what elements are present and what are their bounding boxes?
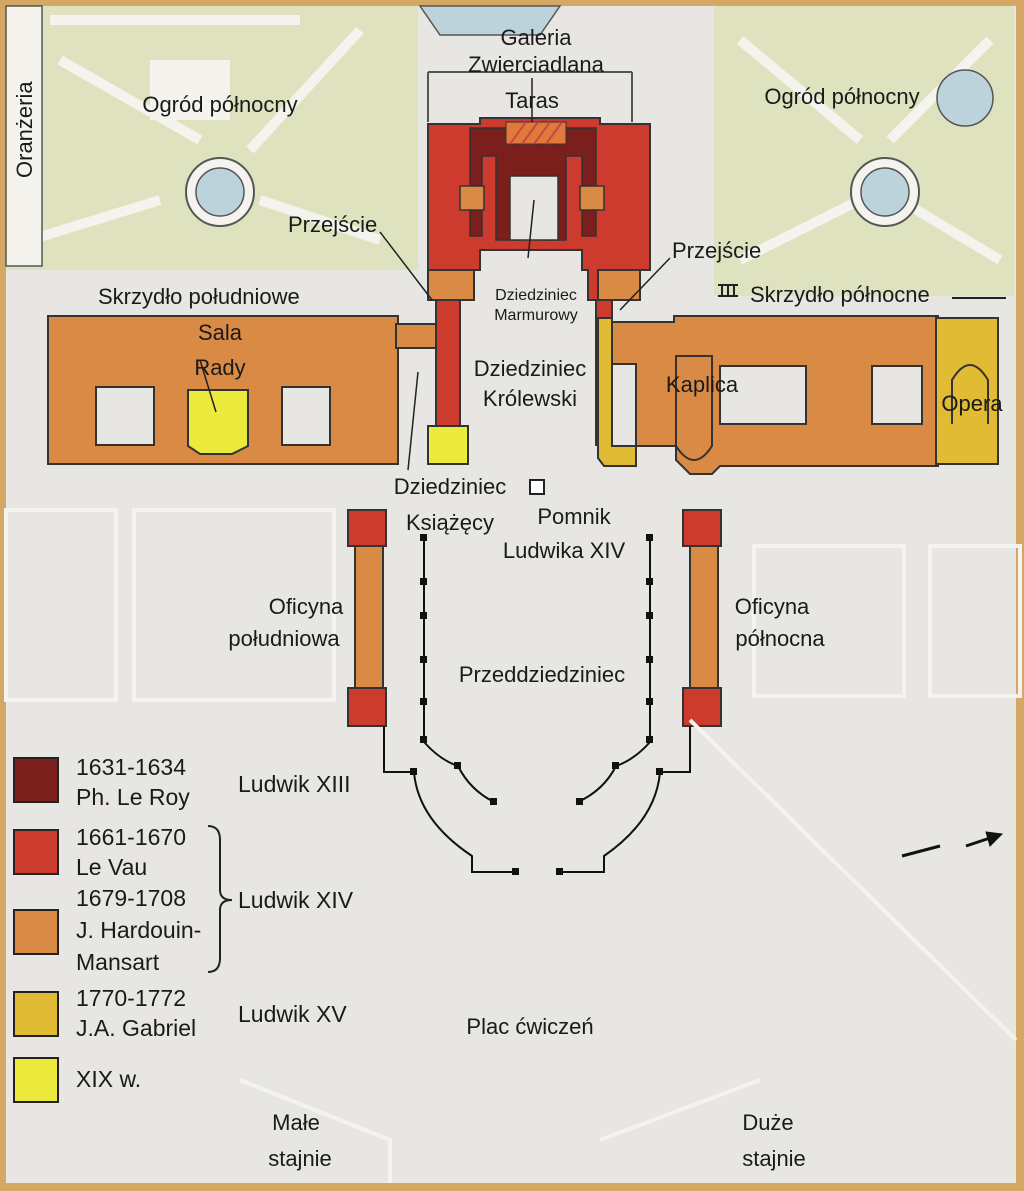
- garden-left: [6, 6, 418, 270]
- label-galeria-2: Zwierciadlana: [468, 52, 604, 77]
- chapel: [675, 355, 713, 461]
- south-wing-court-2: [281, 386, 331, 446]
- north-wing-court-1: [719, 365, 807, 425]
- legend-1661-line2: Le Vau: [76, 854, 147, 880]
- garden-right: [714, 6, 1014, 296]
- legend-xix-line1: XIX w.: [76, 1066, 141, 1092]
- outbuilding-north: [689, 543, 719, 695]
- monument-louis-xiv: [529, 479, 545, 495]
- label-male-2: stajnie: [268, 1146, 332, 1171]
- sala-leader: [199, 359, 217, 413]
- outbuilding-south-bottom: [347, 687, 387, 727]
- label-kaplica: Kaplica: [666, 372, 739, 397]
- label-male-1: Małe: [272, 1110, 320, 1135]
- label-opera: Opera: [941, 391, 1003, 416]
- label-ofic-pn-1: Oficyna: [735, 594, 810, 619]
- outbuilding-north-bottom: [682, 687, 722, 727]
- label-przejscie-left: Przejście: [288, 212, 377, 237]
- street-blocks: [4, 508, 1022, 1183]
- label-ogrod-right: Ogród północny: [764, 84, 919, 109]
- outbuilding-south: [354, 543, 384, 695]
- label-skrzydlo-pd: Skrzydło południowe: [98, 284, 300, 309]
- label-ogrod-left: Ogród północny: [142, 92, 297, 117]
- outbuilding-north-top: [682, 509, 722, 547]
- passage-left-block: [427, 269, 475, 301]
- przejscie-right-leader: [619, 257, 671, 311]
- marble-court: [509, 175, 559, 241]
- label-przedd: Przeddziedziniec: [459, 662, 625, 687]
- legend-ruler-xiv: Ludwik XIV: [238, 887, 354, 913]
- south-wing-court-1: [95, 386, 155, 446]
- label-taras: Taras: [505, 88, 559, 113]
- label-sala-2: Rady: [194, 355, 245, 380]
- legend-swatch-1631: [13, 757, 59, 803]
- legend-1679-line2: J. Hardouin-: [76, 917, 201, 943]
- palace-block-left-mansart: [459, 185, 485, 211]
- palace-block-right-mansart: [579, 185, 605, 211]
- label-ksiaz-2: Książęcy: [406, 510, 494, 535]
- xix-pavilion-south: [427, 425, 469, 465]
- legend-ruler-xv: Ludwik XV: [238, 1001, 347, 1027]
- orangery-strip: [5, 5, 43, 267]
- opera-hall: [951, 364, 989, 424]
- label-duze-2: stajnie: [742, 1146, 806, 1171]
- label-marm-1: Dziedziniec: [495, 287, 577, 304]
- map-labels: Galeria Zwierciadlana Taras Oranżeria Og…: [12, 25, 1003, 1171]
- label-skrzydlo-pn: Skrzydło północne: [750, 282, 930, 307]
- label-przejscie-right: Przejście: [672, 238, 761, 263]
- legend-1631-line1: 1631-1634: [76, 754, 186, 780]
- label-pomnik-1: Pomnik: [537, 504, 611, 529]
- legend-1631-line2: Ph. Le Roy: [76, 784, 190, 810]
- legend-1679-line1: 1679-1708: [76, 885, 186, 911]
- legend-1770-line1: 1770-1772: [76, 985, 186, 1011]
- legend-1679-line3: Mansart: [76, 949, 160, 975]
- label-plac: Plac ćwiczeń: [466, 1014, 593, 1039]
- legend-brace: [207, 825, 233, 973]
- legend-swatch-xix: [13, 1057, 59, 1103]
- label-ksiaz-1: Dziedziniec: [394, 474, 507, 499]
- label-ofic-pd-1: Oficyna: [269, 594, 344, 619]
- legend-swatch-1661: [13, 829, 59, 875]
- outbuilding-south-top: [347, 509, 387, 547]
- label-marm-2: Marmurowy: [494, 307, 578, 324]
- south-connector: [395, 323, 437, 349]
- label-duze-1: Duże: [742, 1110, 793, 1135]
- legend: 1631-1634 Ph. Le Roy 1661-1670 Le Vau 16…: [13, 754, 354, 1103]
- north-arrow-icon: [901, 831, 1004, 858]
- label-ofic-pd-2: południowa: [228, 626, 340, 651]
- sala-rady-block: [187, 389, 249, 455]
- north-wing-court-2: [871, 365, 923, 425]
- terrace-outline: [427, 71, 633, 122]
- przejscie-left-leader: [379, 231, 433, 301]
- skrzydlo-pn-symbol: [718, 284, 738, 297]
- railing-posts: [410, 534, 663, 875]
- label-oranzeria: Oranżeria: [12, 81, 37, 178]
- label-ofic-pn-2: północna: [735, 626, 825, 651]
- legend-ruler-xiii: Ludwik XIII: [238, 771, 351, 797]
- ksiazecy-leader: [407, 371, 419, 471]
- label-galeria-1: Galeria: [501, 25, 573, 50]
- label-krol-2: Królewski: [483, 386, 577, 411]
- label-krol-1: Dziedziniec: [474, 356, 587, 381]
- passage-right-block: [597, 269, 641, 301]
- legend-swatch-1770: [13, 991, 59, 1037]
- label-pomnik-2: Ludwika XIV: [503, 538, 626, 563]
- marmurowy-leader: [527, 199, 535, 259]
- legend-1661-line1: 1661-1670: [76, 824, 186, 850]
- legend-swatch-1679: [13, 909, 59, 955]
- upper-basin: [418, 5, 562, 36]
- legend-1770-line2: J.A. Gabriel: [76, 1015, 196, 1041]
- label-sala-1: Sala: [198, 320, 243, 345]
